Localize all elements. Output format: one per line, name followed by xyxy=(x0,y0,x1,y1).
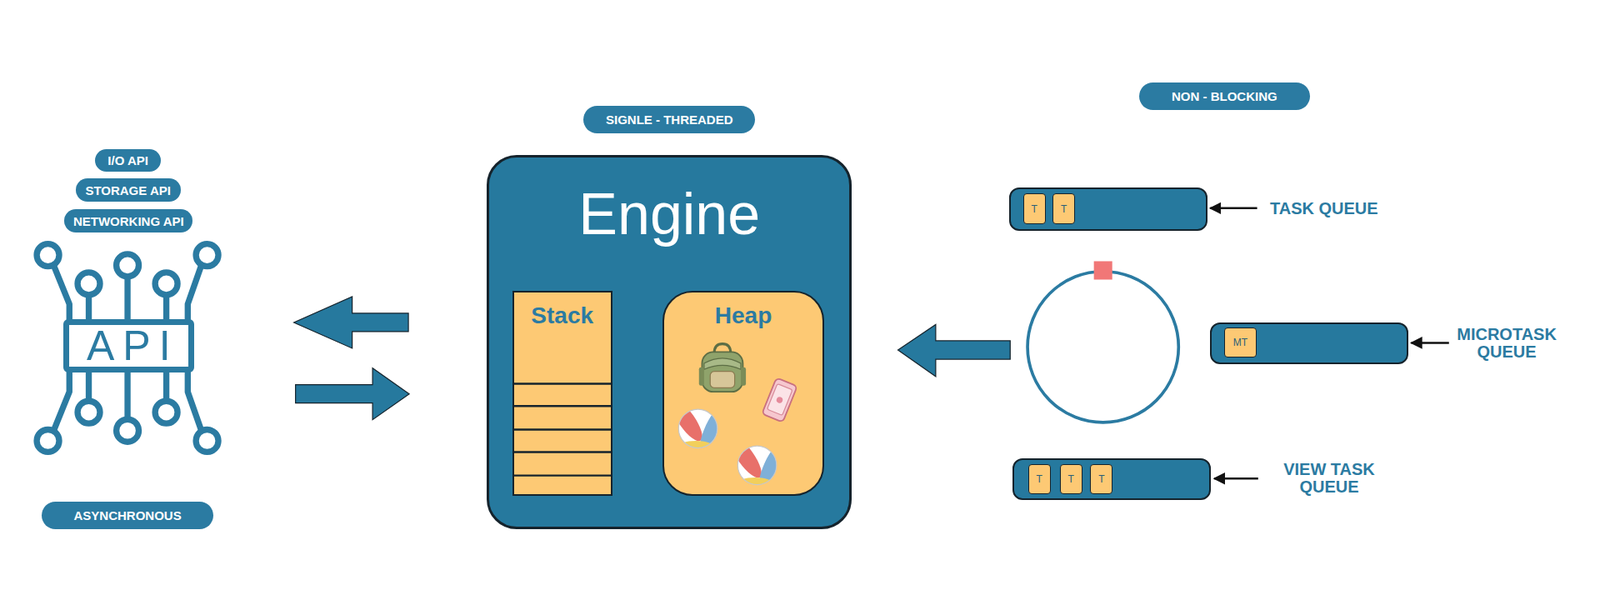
stack-frame-line xyxy=(513,474,612,476)
circuit-wire xyxy=(54,372,70,430)
backpack-strap xyxy=(740,367,746,386)
circuit-wire xyxy=(187,372,201,430)
circuit-wire xyxy=(163,372,170,401)
circuit-pad xyxy=(155,272,178,295)
circuit-pad xyxy=(36,430,60,453)
api-tag-text: STORAGE API xyxy=(85,184,171,197)
queue-item-text: T xyxy=(1098,474,1105,485)
circuit-pad xyxy=(77,400,100,424)
circuit-wire xyxy=(124,372,130,420)
stack-box: Stack xyxy=(512,290,613,496)
queue-label: TASK QUEUE xyxy=(1270,187,1413,230)
queue-item-text: T xyxy=(1060,204,1067,215)
queue-item-text: T xyxy=(1068,474,1075,485)
api-tag: NETWORKING API xyxy=(64,209,193,233)
engine-box: EngineStack Heap xyxy=(486,155,852,530)
ball-outline xyxy=(678,409,718,449)
leader-arrow xyxy=(1410,341,1449,344)
overlay-group xyxy=(513,344,798,491)
engine-box-text: Engine xyxy=(489,185,850,244)
circuit-pad xyxy=(36,244,60,267)
event-loop-circle xyxy=(1027,271,1179,423)
queue-item: T xyxy=(1090,464,1113,495)
api-icon-box-text: API xyxy=(78,325,180,367)
heap-box: Heap xyxy=(662,290,825,496)
circuit-pad xyxy=(116,419,140,442)
backpack-strap xyxy=(699,367,705,386)
api-icon-box: API xyxy=(63,319,195,373)
stack-frame-line xyxy=(513,382,612,385)
block-arrow xyxy=(294,296,409,349)
queue-item-text: T xyxy=(1036,474,1043,485)
phone-screen xyxy=(766,383,793,415)
leader-arrow xyxy=(1214,477,1259,480)
ball-stripe xyxy=(677,440,715,454)
circuit-symbol xyxy=(36,244,219,453)
ball-stripe xyxy=(665,395,708,445)
stack-frames xyxy=(513,383,612,475)
queue-item: T xyxy=(1052,193,1075,225)
circuit-wire xyxy=(163,295,170,320)
queue-label: VIEW TASK QUEUE xyxy=(1275,457,1384,500)
leader-arrow xyxy=(1210,207,1257,210)
circuit-pad xyxy=(77,272,100,295)
api-tag-text: NETWORKING API xyxy=(73,215,185,228)
property-tag: ASYNCHRONOUS xyxy=(41,501,214,530)
ball-stripe xyxy=(736,477,774,490)
circuit-wire xyxy=(54,266,70,320)
circuit-pad xyxy=(195,430,219,453)
ball-stripe xyxy=(695,403,730,455)
api-tag: STORAGE API xyxy=(75,178,181,202)
api-tag: I/O API xyxy=(95,149,162,172)
circuit-wire xyxy=(187,266,201,320)
phone-dot xyxy=(775,395,785,405)
stack-frame-line xyxy=(513,405,612,407)
circuit-wire xyxy=(124,276,130,320)
stack-frame-line xyxy=(513,450,612,453)
api-tag-text: I/O API xyxy=(107,154,149,167)
phone-icon xyxy=(761,377,797,422)
circuit-wire xyxy=(85,372,92,401)
property-tag-text: SIGNLE - THREADED xyxy=(605,113,734,126)
backpack-handle xyxy=(714,344,731,354)
backpack-flap xyxy=(704,358,741,370)
beach-ball xyxy=(725,432,789,491)
queue-item-text: MT xyxy=(1233,337,1248,348)
ball-stripe xyxy=(725,432,767,482)
backpack-pocket xyxy=(710,371,735,389)
circuit-pad xyxy=(116,254,140,277)
queue-bar: MICROTASK QUEUEMT xyxy=(1210,322,1409,365)
queue-label: MICROTASK QUEUE xyxy=(1452,321,1561,364)
property-tag-text: ASYNCHRONOUS xyxy=(73,509,181,522)
beach-ball xyxy=(665,395,730,455)
circuit-wire xyxy=(85,295,92,320)
queue-bar: VIEW TASK QUEUETTT xyxy=(1012,458,1212,500)
block-arrow xyxy=(898,324,1011,376)
property-tag: SIGNLE - THREADED xyxy=(583,105,755,134)
queue-bar: TASK QUEUETT xyxy=(1009,187,1208,230)
backpack-body xyxy=(701,351,743,392)
ball-stripe xyxy=(755,440,789,491)
queue-item: T xyxy=(1023,193,1046,225)
heap-box-text: Heap xyxy=(664,304,824,328)
ball-outline xyxy=(737,445,777,485)
ball-base xyxy=(678,409,718,449)
queue-item: MT xyxy=(1224,327,1257,359)
phone-body xyxy=(761,377,797,422)
circuit-pad xyxy=(155,400,178,424)
queue-item: T xyxy=(1028,464,1051,495)
block-arrow xyxy=(295,368,410,420)
loop-marker xyxy=(1094,260,1113,280)
property-tag: NON - BLOCKING xyxy=(1139,82,1311,110)
queue-item: T xyxy=(1060,464,1083,495)
ball-base xyxy=(737,445,777,485)
stack-frame-line xyxy=(513,428,612,430)
queue-item-text: T xyxy=(1030,204,1037,215)
circuit-pad xyxy=(195,244,219,267)
backpack-icon xyxy=(699,344,746,393)
stack-box-text: Stack xyxy=(514,304,611,328)
property-tag-text: NON - BLOCKING xyxy=(1171,90,1278,103)
